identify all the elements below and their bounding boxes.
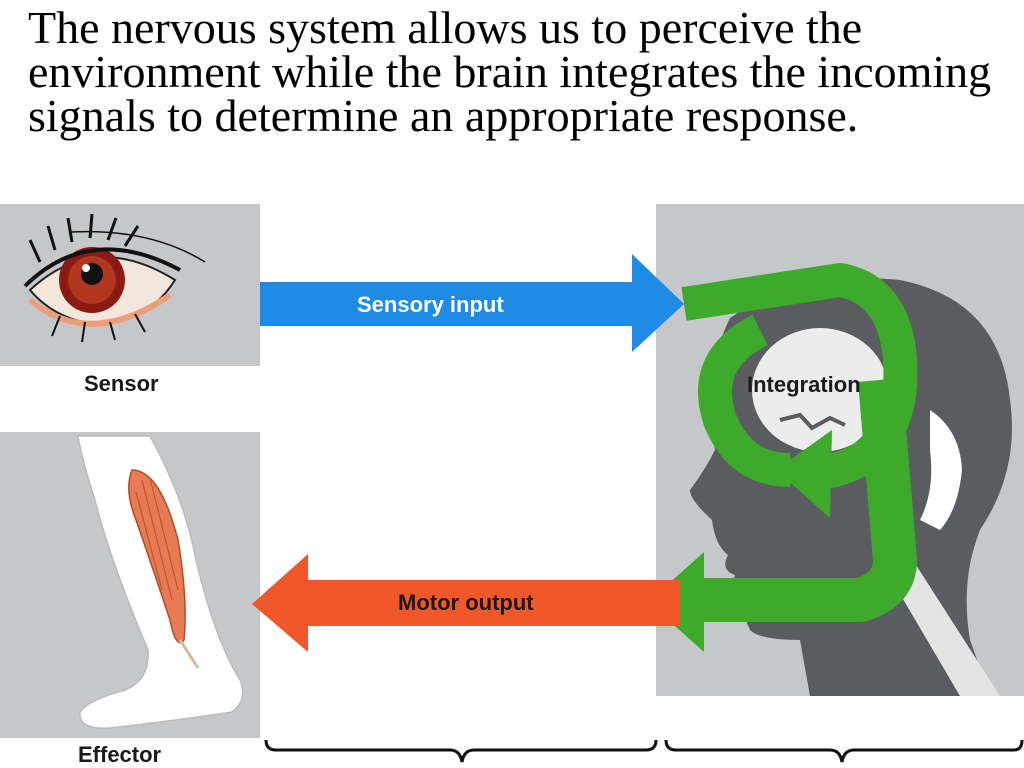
integration-label: Integration	[747, 372, 861, 397]
sensory-input-label: Sensory input	[357, 292, 504, 317]
sensor-label: Sensor	[84, 371, 159, 396]
motor-output-arrow	[252, 554, 680, 652]
sensory-brace	[264, 739, 658, 763]
integration-arrow	[648, 263, 918, 652]
effector-label: Effector	[78, 742, 162, 767]
sensory-input-arrow	[260, 254, 684, 352]
integration-brace	[664, 739, 1024, 763]
leg-icon	[77, 435, 244, 729]
slide-title: The nervous system allows us to perceive…	[28, 2, 992, 141]
eye-icon	[23, 213, 206, 343]
motor-output-label: Motor output	[398, 590, 534, 615]
